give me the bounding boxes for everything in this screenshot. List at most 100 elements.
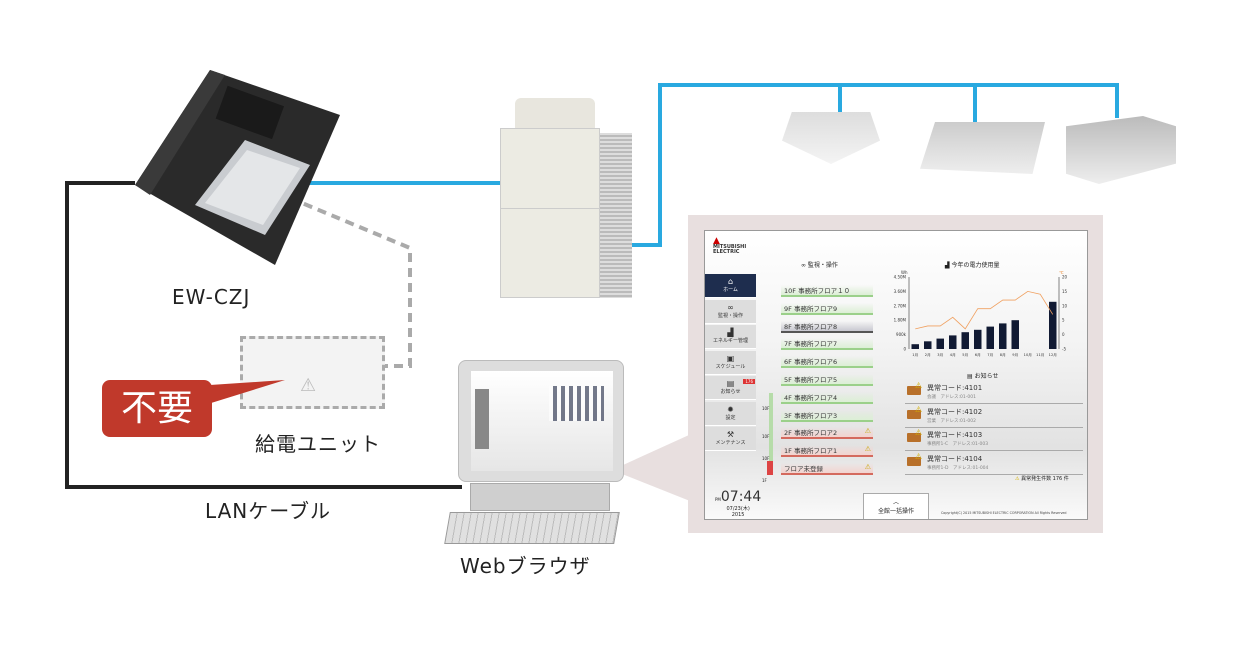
notice-subtitle: 会議 アドレス:01-001 [927, 395, 976, 400]
floor-label: 5F 事務所フロア5 [784, 376, 838, 384]
bar-3月 [936, 338, 944, 349]
y-tick-label: 2.70M [894, 303, 907, 308]
floor-item[interactable]: 7F 事務所フロア7 [781, 338, 873, 351]
floor-item[interactable]: 3F 事務所フロア3 [781, 409, 873, 422]
sidebar-item-label: お知らせ [720, 389, 741, 395]
unit-icon [907, 409, 921, 419]
x-tick-label: 8月 [1000, 352, 1006, 357]
notice-icon: ▤ [967, 373, 975, 380]
floor-scale-label: 10F [762, 434, 770, 439]
bar-2月 [924, 341, 932, 349]
ew-czj-controller-image [135, 70, 340, 265]
notice-title: 異常コード:4103 [927, 431, 983, 439]
floor-label: 9F 事務所フロア9 [784, 304, 838, 313]
outdoor-unit-image [500, 98, 635, 300]
notice-title: 異常コード:4104 [927, 454, 983, 463]
notice-title: 異常コード:4101 [927, 384, 983, 392]
y-tick-label: 1.80M [894, 318, 907, 323]
floor-scale-bar-alarm [767, 461, 773, 475]
floor-label: 8F 事務所フロア8 [784, 322, 838, 331]
y-tick-label: 4.50M [894, 275, 907, 280]
notice-item[interactable]: ⚠ 異常コード:4101 会議 アドレス:01-001 [905, 381, 1083, 404]
notice-subtitle: 事務所1-C アドレス:01-003 [927, 442, 989, 447]
floor-scale-label: 10F [762, 406, 770, 411]
mitsubishi-logo: ▲ MITSUBISHI ELECTRIC [713, 236, 747, 255]
sidebar-item-label: ホーム [723, 287, 738, 293]
sidebar-item-3[interactable]: ▣スケジュール [705, 350, 756, 375]
x-tick-label: 10月 [1024, 352, 1032, 357]
clock-ampm: PM [715, 497, 721, 502]
unit-icon [907, 433, 921, 442]
unit-icon [907, 386, 921, 395]
warning-icon: ⚠ [915, 451, 923, 461]
x-tick-label: 11月 [1036, 352, 1044, 357]
web-ui-screen: ▲ MITSUBISHI ELECTRIC ⌂ホーム∞監視・操作▟エネルギー管理… [704, 230, 1088, 520]
notice-item[interactable]: ⚠ 異常コード:4104 事務所1-D アドレス:01-004 [905, 452, 1083, 475]
x-tick-label: 9月 [1012, 352, 1018, 357]
sidebar-item-6[interactable]: ⚒メンテナンス [705, 427, 756, 451]
floor-label: 10F 事務所フロア１０ [784, 287, 851, 295]
controller-label: EW-CZJ [172, 285, 251, 309]
bulk-operation-button[interactable]: ︿全館一括操作 [863, 493, 929, 519]
floor-label: 7F 事務所フロア7 [784, 340, 838, 349]
floor-item[interactable]: 2F 事務所フロア2⚠ [781, 427, 873, 440]
notice-subtitle: 事務所1-D アドレス:01-004 [927, 465, 989, 471]
warning-icon: ⚠ [915, 428, 923, 437]
y2-tick-label: 15 [1062, 289, 1068, 294]
x-tick-label: 2月 [925, 352, 931, 357]
floor-item[interactable]: 6F 事務所フロア6 [781, 356, 873, 369]
x-tick-label: 6月 [975, 352, 981, 357]
sidebar-item-label: 設定 [725, 414, 736, 421]
power-unit-image [240, 336, 385, 409]
binoculars-icon: ∞ [801, 262, 808, 269]
sidebar-item-2[interactable]: ▟エネルギー管理 [705, 325, 756, 349]
bar-5月 [961, 332, 969, 349]
warning-icon: ⚠ [864, 427, 871, 436]
sidebar-item-label: スケジュール [715, 363, 746, 370]
tools-icon: ⚒ [726, 430, 735, 439]
notice-item[interactable]: ⚠ 異常コード:4103 事務所1-C アドレス:01-003 [905, 428, 1083, 451]
warning-icon: ⚠ [864, 463, 871, 471]
alarm-count[interactable]: ⚠ 異常発生件数 176 件 [1015, 476, 1069, 482]
y2-tick-label: 5 [1062, 318, 1065, 323]
browser-label: Webブラウザ [460, 554, 591, 578]
y-tick-label: 900k [896, 332, 907, 337]
bar-chart-icon: ▟ [727, 328, 734, 337]
notice-title: 異常コード:4102 [927, 407, 983, 416]
unit-icon [907, 456, 921, 466]
floor-item[interactable]: フロア未登録⚠ [781, 463, 873, 475]
warning-icon: ⚠ [915, 381, 923, 390]
sidebar-item-label: 監視・操作 [717, 312, 743, 319]
notice-icon: ▤ [726, 379, 735, 388]
x-tick-label: 12月 [1049, 352, 1057, 357]
pc-monitor-image [458, 360, 624, 482]
y2-tick-label: -5 [1062, 347, 1066, 352]
bar-8月 [999, 323, 1007, 349]
x-tick-label: 5月 [962, 352, 968, 357]
sidebar-item-1[interactable]: ∞監視・操作 [705, 299, 756, 324]
floor-item[interactable]: 8F 事務所フロア8 [781, 320, 873, 333]
copyright: Copyright(C) 2015 MITSUBISHI ELECTRIC CO… [941, 511, 1067, 515]
calendar-icon: ▣ [726, 353, 735, 363]
lan-cable-label: LANケーブル [205, 499, 332, 523]
bar-7月 [986, 326, 994, 349]
floor-item[interactable]: 5F 事務所フロア5 [781, 374, 873, 386]
floor-scale-bar [769, 393, 773, 473]
x-tick-label: 1月 [912, 352, 918, 357]
clock: PM07:44 07/23(木) 2015 [715, 486, 761, 518]
floor-item[interactable]: 10F 事務所フロア１０ [781, 285, 873, 297]
pc-body-image [470, 483, 610, 511]
floor-item[interactable]: 1F 事務所フロア1⚠ [781, 445, 873, 458]
sidebar-item-5[interactable]: ✹設定 [705, 401, 756, 426]
notice-subtitle: 営業 アドレス:01-002 [927, 418, 976, 424]
clock-year: 2015 [731, 512, 745, 518]
power-unit-dashed-line [289, 196, 412, 368]
floor-item[interactable]: 4F 事務所フロア4 [781, 391, 873, 404]
bar-6月 [974, 329, 982, 349]
sidebar-item-0[interactable]: ⌂ホーム [705, 274, 756, 298]
gear-icon: ✹ [727, 404, 734, 414]
floor-item[interactable]: 9F 事務所フロア9 [781, 302, 873, 315]
